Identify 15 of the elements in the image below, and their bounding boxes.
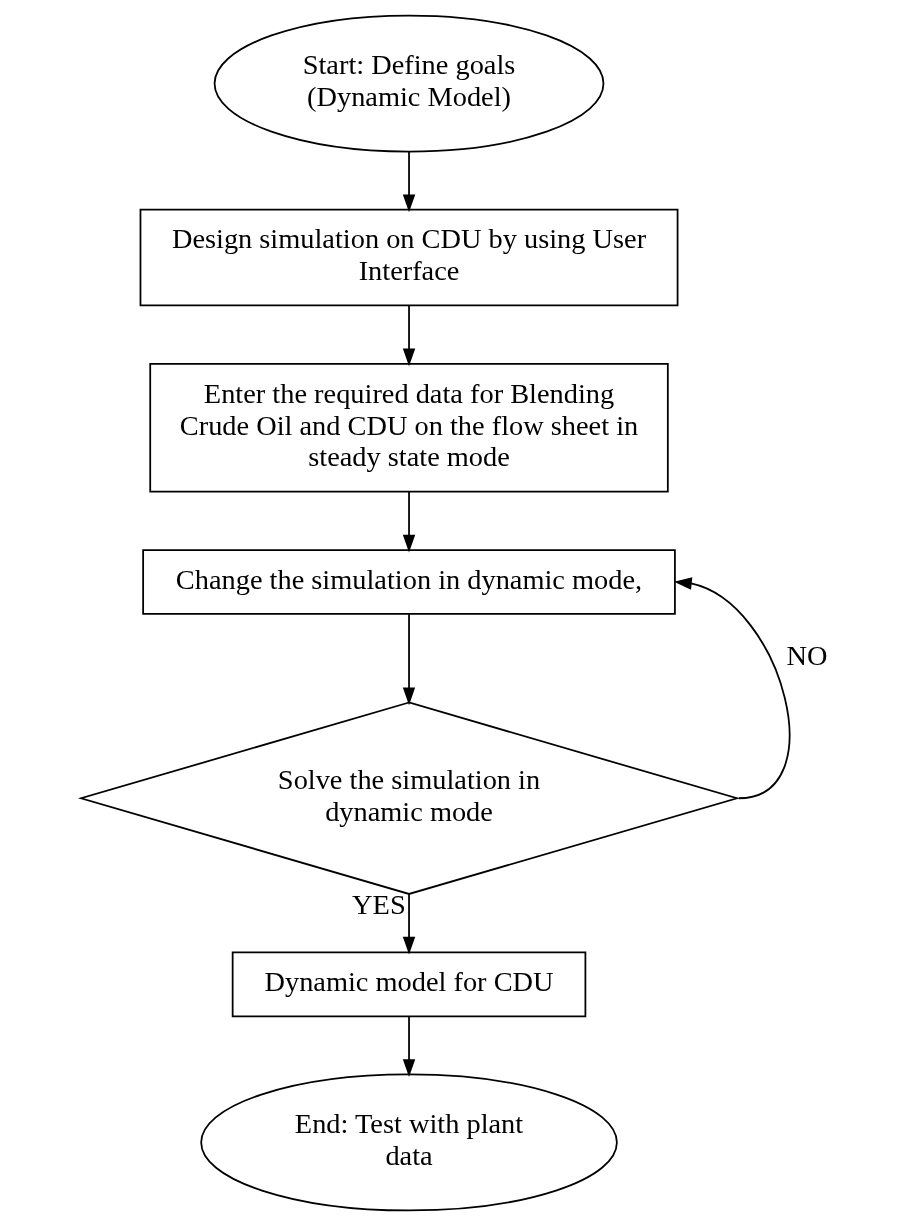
node-ellipse: Start: Define goals (Dynamic Model) — [213, 14, 604, 153]
edge-label: NO — [785, 639, 827, 671]
arrow — [402, 304, 415, 367]
arrow — [673, 577, 790, 800]
arrow — [402, 613, 415, 706]
node-box: Dynamic model for CDU — [231, 951, 586, 1018]
node-diamond: Solve the simulation in dynamic mode — [77, 701, 740, 895]
node-box: Design simulation on CDU by using User Interface — [139, 208, 678, 307]
arrow — [402, 490, 415, 553]
node-box: Change the simulation in dynamic mode, — [141, 549, 676, 615]
arrow — [402, 150, 415, 213]
node-ellipse: End: Test with plant data — [199, 1073, 618, 1212]
arrow — [402, 893, 415, 955]
node-box: Enter the required data for Blending Crude Oil and CDU on the flow sheet in steady state mode — [148, 363, 669, 493]
arrow — [402, 1015, 415, 1078]
